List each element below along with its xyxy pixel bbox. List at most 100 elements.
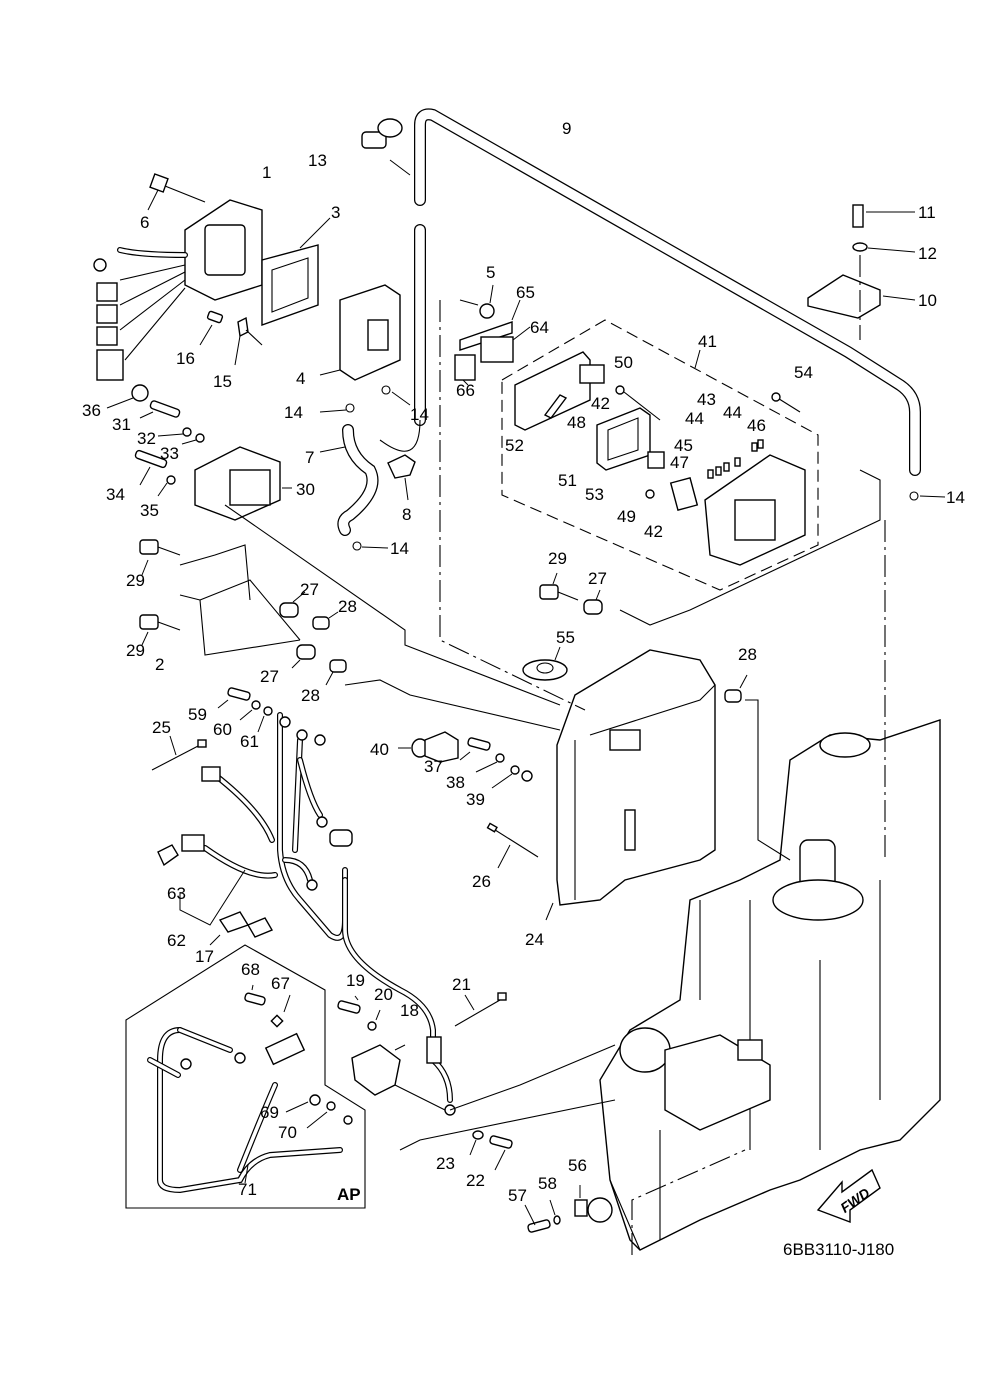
hose-7 [319,424,379,536]
callout-69: 69 [260,1103,279,1122]
callouts: 1 2 3 4 5 6 7 8 9 10 11 12 13 14 14 14 1… [82,119,965,1205]
callout-30: 30 [296,480,315,499]
relay-18 [351,1044,446,1111]
callout-8: 8 [402,505,411,524]
callout-53: 53 [585,485,604,504]
callout-20: 20 [374,985,393,1004]
callout-48: 48 [567,413,586,432]
callout-21: 21 [452,975,471,994]
tie-26 [486,822,539,869]
fasteners-19-20 [337,995,381,1031]
connector-63 [157,844,179,867]
gasket-3 [261,217,331,326]
bracket-2 [139,539,301,656]
callout-54: 54 [794,363,813,382]
callout-18: 18 [400,1001,419,1020]
ap-variant-box [125,944,366,1209]
callout-52: 52 [505,436,524,455]
callout-9: 9 [562,119,571,138]
callout-51: 51 [558,471,577,490]
callout-27b: 27 [260,667,279,686]
bolt-5 [459,284,495,319]
callout-7: 7 [305,448,314,467]
bracket-10 [807,204,916,340]
callout-49: 49 [617,507,636,526]
callout-11: 11 [918,203,936,222]
callout-29a: 29 [126,571,145,590]
callout-41: 41 [698,332,717,351]
wire-harness-62 [179,712,353,941]
callout-45: 45 [674,436,693,455]
callout-70: 70 [278,1123,297,1142]
callout-44b: 44 [723,403,742,422]
rectifier-1 [93,199,263,381]
callout-62: 62 [167,931,186,950]
ignition-coil-30 [194,446,292,521]
callout-17: 17 [195,947,214,966]
callout-39: 39 [466,790,485,809]
callout-28b: 28 [301,686,320,705]
callout-25: 25 [152,718,171,737]
callout-15: 15 [213,372,232,391]
callout-68: 68 [241,960,260,979]
grommet-55 [522,646,568,681]
callout-59: 59 [188,705,207,724]
clamp-56 [524,1185,613,1233]
ecm-assembly-41 [501,319,819,591]
fitting-40 [398,731,459,763]
callout-63: 63 [167,884,186,903]
callout-71: 71 [238,1180,257,1199]
callout-55: 55 [556,628,575,647]
callout-38: 38 [446,773,465,792]
callout-28a: 28 [338,597,357,616]
labels-64-65-66 [454,299,531,386]
drawing-code: 6BB3110-J180 [783,1240,894,1259]
clamp-13 [361,118,411,176]
callout-46: 46 [747,416,766,435]
clips-14 [319,385,946,551]
callout-35: 35 [140,501,159,520]
callout-19: 19 [346,971,365,990]
ap-label: AP [337,1185,361,1204]
callout-66: 66 [456,381,475,400]
callout-40: 40 [370,740,389,759]
callout-32: 32 [137,429,156,448]
callout-64: 64 [530,318,549,337]
clip-8 [387,454,416,501]
engine-block [599,719,941,1251]
callout-61: 61 [240,732,259,751]
callout-65: 65 [516,283,535,302]
callout-67: 67 [271,974,290,993]
callout-14a: 14 [284,403,303,422]
callout-4: 4 [296,369,305,388]
grommets-27-28 [279,591,347,686]
callout-33: 33 [160,444,179,463]
callout-50: 50 [614,353,633,372]
tie-25 [151,735,207,771]
callout-56: 56 [568,1156,587,1175]
callout-14b: 14 [410,405,429,424]
wire-lead [342,877,456,1116]
callout-27a: 27 [300,580,319,599]
callout-42a: 42 [591,394,610,413]
callout-2: 2 [155,655,164,674]
callout-22: 22 [466,1171,485,1190]
callout-43: 43 [697,390,716,409]
screw-16-clip-15 [199,310,263,366]
callout-29c: 29 [548,549,567,568]
callout-57: 57 [508,1186,527,1205]
callout-47: 47 [670,453,689,472]
fasteners-27-28-29-right [539,572,748,703]
callout-31: 31 [112,415,131,434]
fasteners-37-39 [459,737,533,789]
fasteners-31-36 [106,384,205,497]
callout-23: 23 [436,1154,455,1173]
callout-6: 6 [140,213,149,232]
hose-9 [379,108,921,476]
callout-29b: 29 [126,641,145,660]
tie-21 [454,992,507,1027]
bracket-24 [545,649,716,921]
callout-44a: 44 [685,409,704,428]
callout-5: 5 [486,263,495,282]
